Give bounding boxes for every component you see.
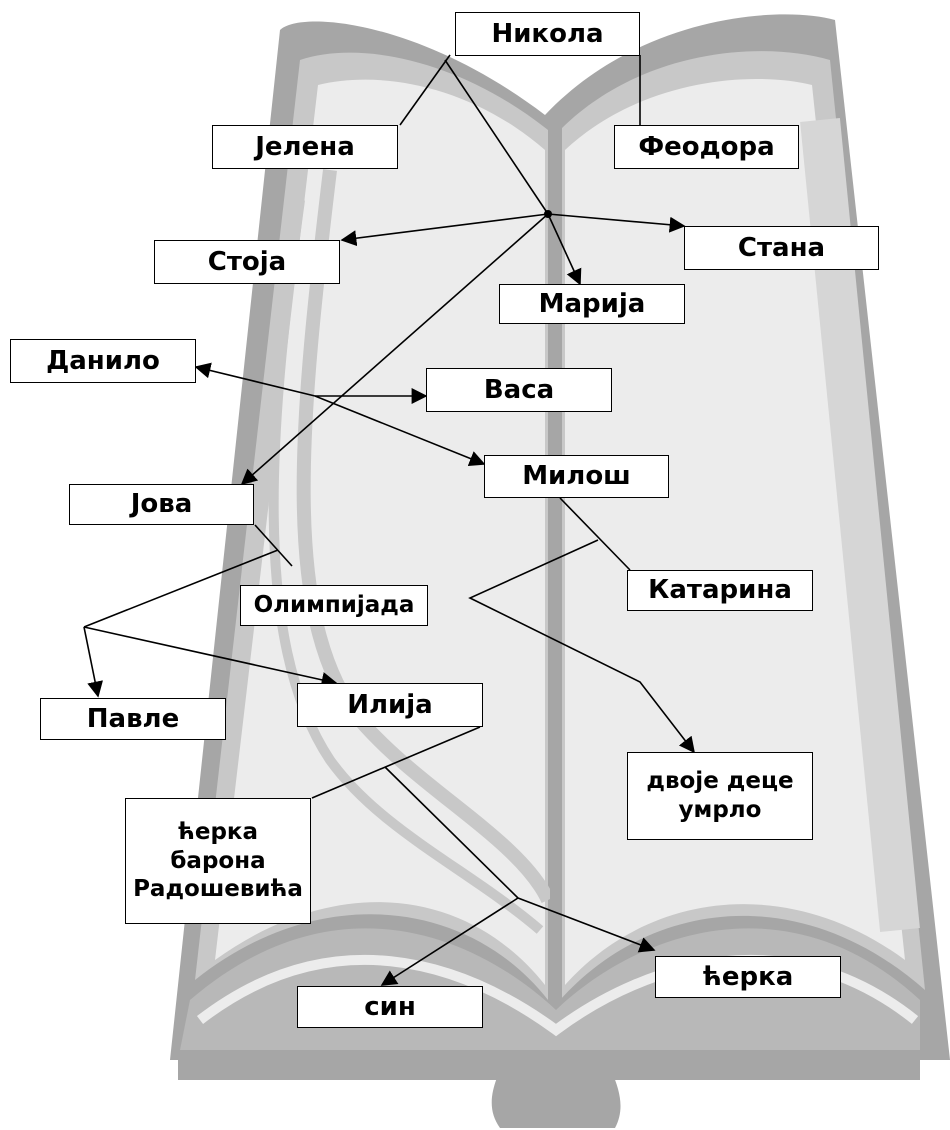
edge-milos-katarina bbox=[560, 498, 630, 570]
node-stana: Стана bbox=[684, 226, 879, 270]
edge-to-sin bbox=[382, 898, 518, 985]
node-ilija: Илија bbox=[297, 683, 483, 727]
edge-jova-olimpijada bbox=[255, 525, 292, 566]
edge-to-cerka bbox=[518, 898, 654, 950]
edge-ilija-baron bbox=[312, 727, 480, 798]
node-sin: син bbox=[297, 986, 483, 1028]
edge-ilija-union bbox=[385, 767, 518, 898]
node-milos: Милош bbox=[484, 455, 669, 498]
edge-to-stana bbox=[548, 214, 684, 226]
node-olimpijada: Олимпијада bbox=[240, 585, 428, 626]
node-dvoje-dece: двоје деце умрло bbox=[627, 752, 813, 840]
edge-nikola-children bbox=[445, 60, 548, 214]
node-katarina: Катарина bbox=[627, 570, 813, 611]
edge-to-stoja bbox=[342, 214, 548, 240]
junction-dot bbox=[544, 210, 552, 218]
node-nikola: Никола bbox=[455, 12, 640, 56]
edge-to-pavle bbox=[84, 627, 98, 696]
node-jelena: Јелена bbox=[212, 125, 398, 169]
node-stoja: Стоја bbox=[154, 240, 340, 284]
edge-to-danilo bbox=[196, 367, 315, 396]
edge-nikola-jelena bbox=[400, 55, 450, 125]
node-pavle: Павле bbox=[40, 698, 226, 740]
node-danilo: Данило bbox=[10, 339, 196, 383]
node-marija: Марија bbox=[499, 284, 685, 324]
node-feodora: Феодора bbox=[614, 125, 799, 169]
edge-to-ilija bbox=[84, 627, 336, 683]
node-jova: Јова bbox=[69, 484, 254, 525]
node-cerka: ћерка bbox=[655, 956, 841, 998]
node-cerka-barona: ћерка барона Радошевића bbox=[125, 798, 311, 924]
edge-to-marija bbox=[548, 214, 580, 284]
node-vasa: Васа bbox=[426, 368, 612, 412]
